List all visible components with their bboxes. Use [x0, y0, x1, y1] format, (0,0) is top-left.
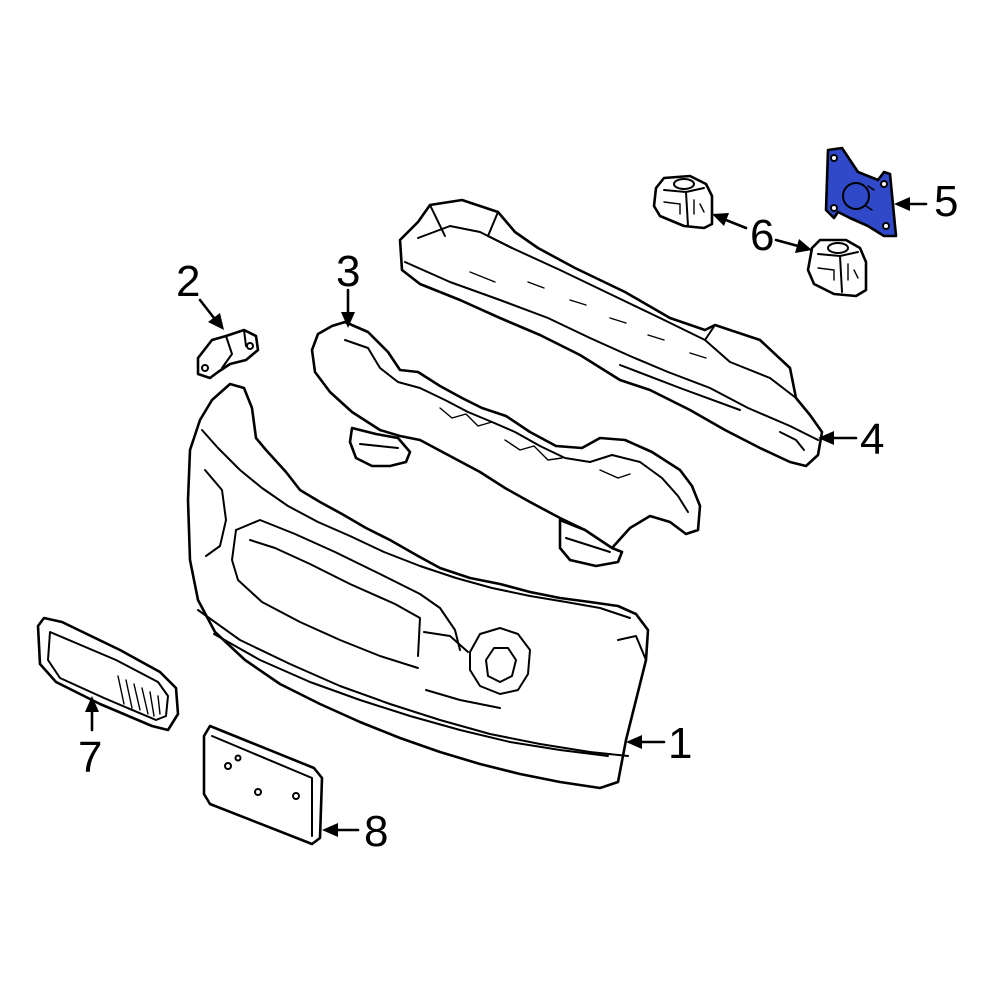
isolator-lower: [806, 238, 868, 298]
leader-8: [322, 823, 360, 837]
reflector: [36, 616, 180, 732]
leader-6b: [774, 238, 812, 253]
impact-bar: [398, 198, 824, 468]
leader-4: [818, 431, 858, 445]
callout-8: 8: [364, 807, 388, 856]
leader-3: [341, 288, 355, 328]
leader-2: [198, 298, 224, 330]
license-bracket: [202, 724, 324, 846]
callout-6: 6: [750, 211, 774, 260]
leader-6a: [712, 213, 748, 230]
callout-4: 4: [860, 415, 884, 464]
leader-1: [626, 735, 666, 749]
bumper-cover: [186, 382, 650, 790]
callout-2: 2: [176, 257, 200, 306]
leader-5: [894, 197, 928, 211]
isolator-upper: [652, 174, 714, 230]
mounting-plate: [824, 146, 898, 238]
callout-1: 1: [668, 719, 692, 768]
callout-7: 7: [78, 733, 102, 782]
callout-5: 5: [934, 177, 958, 226]
energy-absorber: [310, 320, 702, 568]
bracket: [196, 328, 260, 380]
leader-7: [85, 696, 99, 732]
callout-3: 3: [336, 247, 360, 296]
